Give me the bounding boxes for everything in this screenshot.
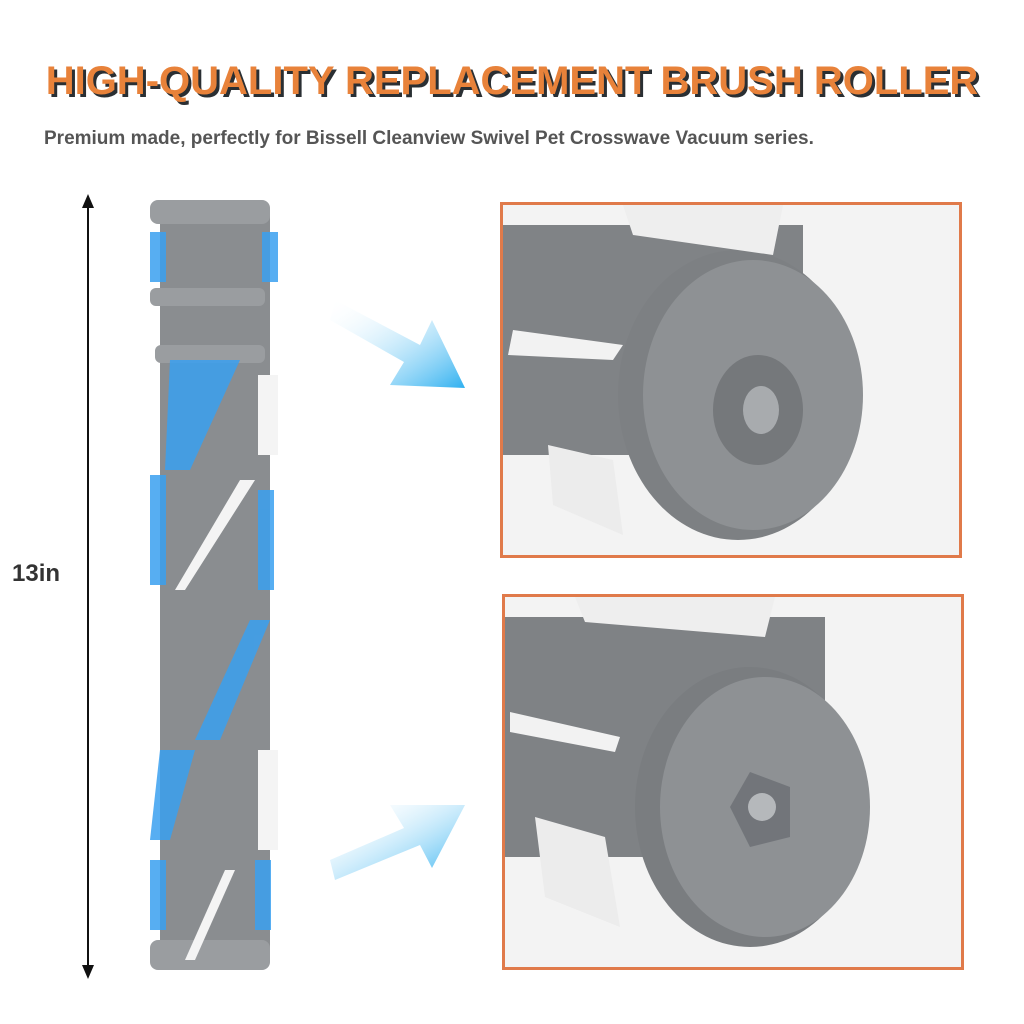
arrow-icon: [330, 805, 465, 880]
arrow-icon: [330, 300, 465, 388]
detail-frame-top: [500, 202, 962, 558]
brush-roller: [150, 200, 278, 970]
length-label: 13in: [12, 560, 61, 587]
detail-frame-bottom: [502, 594, 964, 970]
subtitle: Premium made, perfectly for Bissell Clea…: [44, 128, 814, 149]
dimension-line: [82, 194, 94, 979]
title: HIGH-QUALITY REPLACEMENT BRUSH ROLLER: [45, 59, 979, 103]
